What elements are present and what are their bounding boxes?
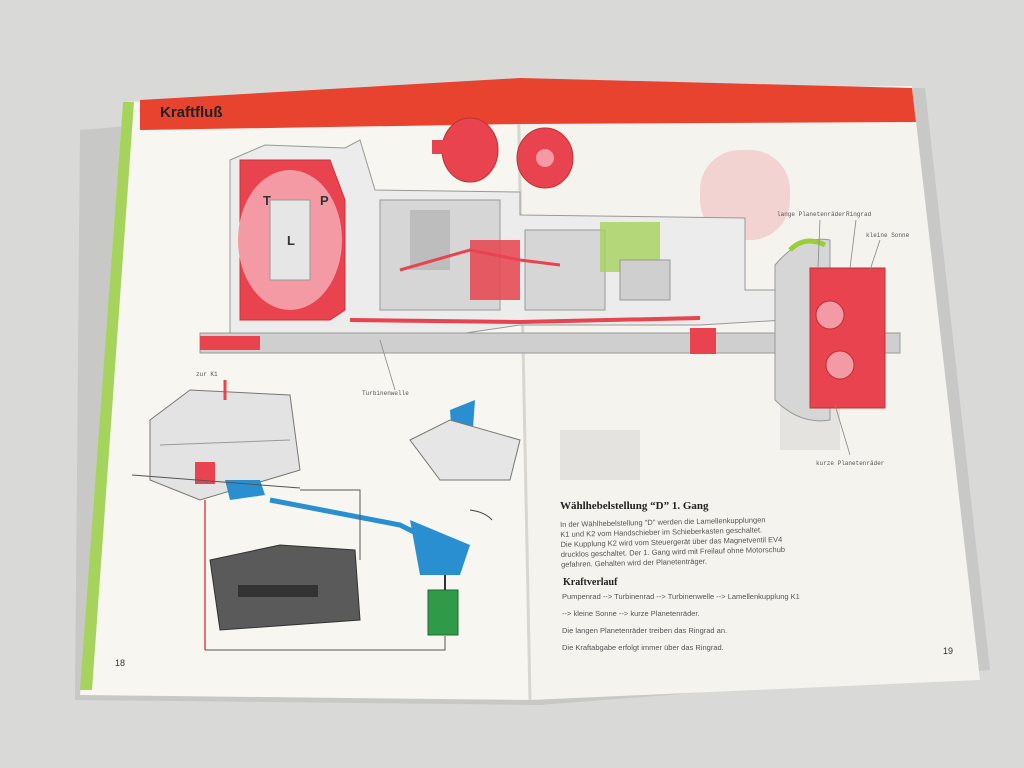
callout-kurze-planetenraeder: kurze Planetenräder <box>816 460 885 467</box>
callout-lange-planetenraeder: lange Planetenräder <box>777 211 846 218</box>
kraftverlauf-list: Pumpenrad --> Turbinenrad --> Turbinenwe… <box>562 592 862 660</box>
flow-line: Die langen Planetenräder treiben das Rin… <box>562 626 728 635</box>
callout-turbinenwelle: Turbinenwelle <box>362 390 409 397</box>
flow-line: Die Kraftabgabe erfolgt immer über das R… <box>562 643 724 652</box>
callout-kleine-sonne: kleine Sonne <box>866 232 910 239</box>
callout-zur-k1: zur K1 <box>196 371 218 378</box>
converter-label-l: L <box>287 233 295 248</box>
kraftverlauf-title: Kraftverlauf <box>563 577 618 588</box>
callout-ringrad: Ringrad <box>846 211 872 218</box>
section-body: In der Wählhebelstellung "D" werden die … <box>560 514 821 570</box>
converter-label-t: T <box>263 193 271 208</box>
control-diagram <box>131 380 521 651</box>
section-title: Wählhebelstellung “D” 1. Gang <box>560 500 709 512</box>
green-edge-strip <box>80 102 134 690</box>
page-number-left: 18 <box>115 658 126 668</box>
header-bar <box>140 78 916 130</box>
page-number-right: 19 <box>943 646 954 656</box>
flow-line: Pumpenrad --> Turbinenrad --> Turbinenwe… <box>562 592 800 601</box>
flow-line: --> kleine Sonne --> kurze Planetenräder… <box>562 609 700 618</box>
converter-label-p: P <box>320 193 329 208</box>
page-title: Kraftfluß <box>160 104 223 121</box>
transmission-diagram <box>199 117 901 456</box>
